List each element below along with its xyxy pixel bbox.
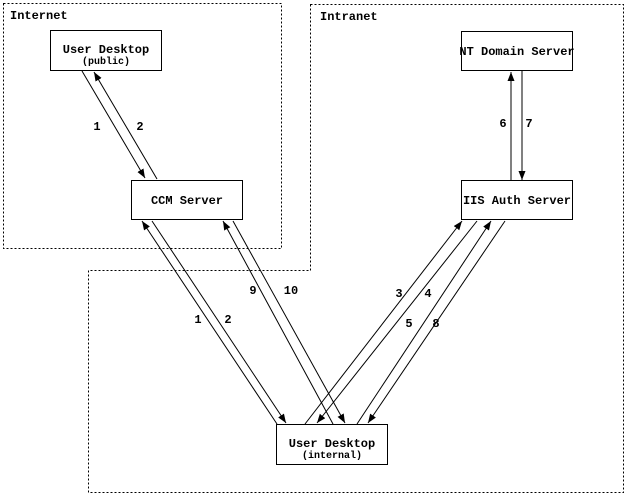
arrow-8-iis-to-internal-desktop — [367, 220, 506, 424]
node-user-desktop-public-box — [50, 30, 162, 71]
node-ccm-server: CCM Server — [131, 180, 243, 220]
node-user-desktop-internal-box — [276, 424, 388, 465]
internet-zone-outline — [3, 3, 282, 249]
flow-label-9: 9 — [249, 284, 256, 298]
flow-label-5: 5 — [405, 317, 412, 331]
node-iis-auth-server: IIS Auth Server — [461, 180, 573, 220]
node-user-desktop-public: User Desktop (public) — [50, 30, 162, 71]
arrow-10-ccm-to-internal-desktop — [232, 220, 346, 424]
arrow-1-public-desktop-to-ccm — [81, 70, 146, 179]
node-user-desktop-internal-subtitle: (internal) — [302, 450, 362, 462]
flow-label-2-public: 2 — [136, 120, 143, 134]
flow-label-6: 6 — [499, 117, 506, 131]
flow-label-10: 10 — [284, 284, 298, 298]
flow-label-1-internal: 1 — [194, 313, 201, 327]
node-nt-domain-server-box — [461, 31, 573, 71]
arrow-5-internal-desktop-to-iis — [356, 220, 492, 425]
flow-label-4: 4 — [424, 287, 431, 301]
node-iis-auth-server-title: IIS Auth Server — [463, 194, 571, 208]
node-user-desktop-internal: User Desktop (internal) — [276, 424, 388, 465]
node-user-desktop-public-title: User Desktop — [63, 43, 149, 57]
flow-label-7: 7 — [525, 117, 532, 131]
flow-label-3: 3 — [395, 287, 402, 301]
node-user-desktop-public-subtitle: (public) — [82, 56, 130, 68]
arrow-1-internal-desktop-to-ccm — [141, 220, 278, 425]
node-ccm-server-box — [131, 180, 243, 220]
flow-label-1-public: 1 — [93, 120, 100, 134]
node-user-desktop-internal-title: User Desktop — [289, 437, 375, 451]
flow-label-8: 8 — [432, 317, 439, 331]
region-label-intranet: Intranet — [320, 10, 378, 24]
arrow-2-ccm-to-public-desktop — [93, 71, 158, 180]
arrow-9-internal-desktop-to-ccm — [222, 220, 334, 425]
region-label-internet: Internet — [10, 9, 68, 23]
intranet-zone-outline — [88, 4, 624, 493]
arrow-2-ccm-to-internal-desktop — [151, 220, 287, 424]
node-nt-domain-server-title: NT Domain Server — [459, 45, 574, 59]
arrow-3-internal-desktop-to-iis — [304, 220, 463, 425]
flow-label-2-internal: 2 — [224, 313, 231, 327]
node-nt-domain-server: NT Domain Server — [459, 31, 575, 71]
arrow-4-iis-to-internal-desktop — [316, 220, 478, 424]
node-ccm-server-title: CCM Server — [151, 194, 223, 208]
node-iis-auth-server-box — [461, 180, 573, 220]
